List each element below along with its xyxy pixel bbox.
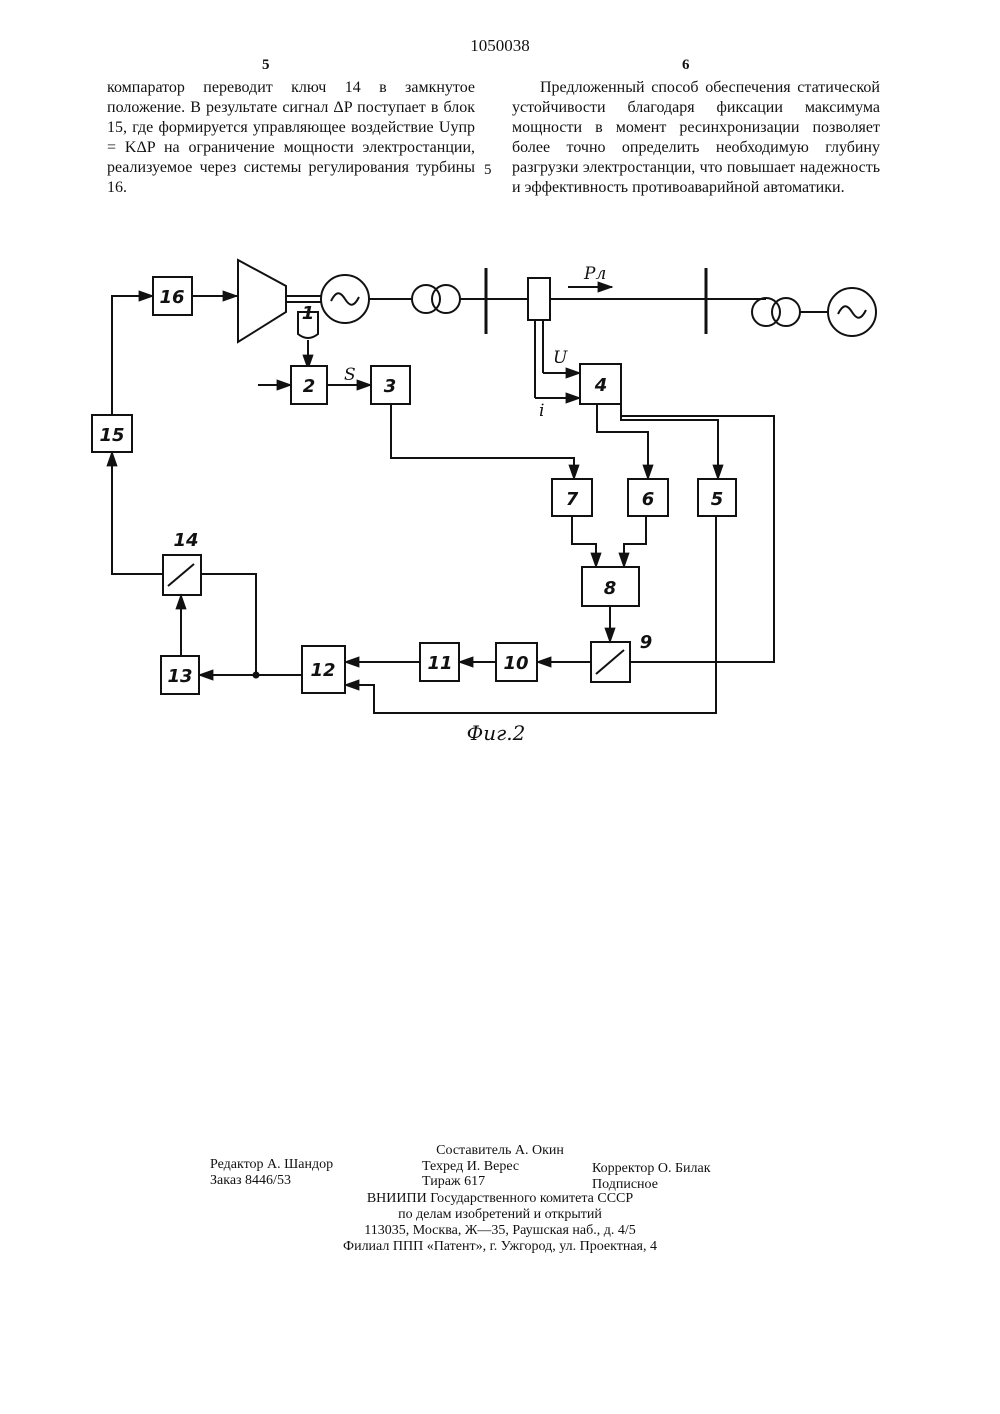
block-13-label: 13 [167, 666, 192, 687]
block-7-label: 7 [566, 489, 579, 510]
block-1-label: 1 [302, 303, 315, 324]
line-power-label: Pл [583, 264, 606, 284]
slip-signal-label: S [344, 365, 356, 385]
imprint-compiler: Составитель А. Окин [0, 1143, 1000, 1159]
block-9-label: 9 [640, 632, 653, 653]
left-paragraph: компаратор переводит ключ 14 в замкнутое… [107, 78, 475, 198]
imprint-circulation: Тираж 617 [422, 1174, 485, 1190]
left-column-text: компаратор переводит ключ 14 в замкнутое… [107, 78, 475, 198]
current-signal-label: i [539, 401, 544, 421]
patent-number: 1050038 [0, 36, 1000, 56]
column-number-left: 5 [262, 57, 270, 74]
block-5-label: 5 [711, 489, 724, 510]
block-10-label: 10 [503, 653, 528, 674]
block-diagram: 16 1 2 3 4 15 7 6 5 8 14 9 10 11 12 13 S… [0, 230, 1000, 760]
block-16-label: 16 [159, 287, 184, 308]
block-14-label: 14 [173, 530, 198, 551]
column-number-right: 6 [682, 57, 690, 74]
right-column-text: Предложенный способ обеспечения статичес… [512, 78, 880, 198]
imprint-organization-2: по делам изобретений и открытий [0, 1207, 1000, 1223]
block-4-label: 4 [594, 375, 608, 396]
block-12-label: 12 [310, 660, 335, 681]
block-6-label: 6 [642, 489, 655, 510]
block-11-label: 11 [427, 653, 452, 674]
block-8-label: 8 [604, 578, 617, 599]
right-paragraph: Предложенный способ обеспечения статичес… [512, 78, 880, 198]
block-3-label: 3 [384, 376, 397, 397]
imprint-branch: Филиал ППП «Патент», г. Ужгород, ул. Про… [0, 1239, 1000, 1255]
figure-caption: Фиг.2 [467, 721, 526, 745]
block-2-label: 2 [303, 376, 316, 397]
measuring-unit [528, 278, 550, 320]
voltage-signal-label: U [553, 348, 568, 368]
imprint-order: Заказ 8446/53 [210, 1173, 291, 1189]
imprint-corrector: Корректор О. Билак [592, 1161, 711, 1177]
imprint-editor: Редактор А. Шандор [210, 1157, 333, 1173]
imprint-address: 113035, Москва, Ж—35, Раушская наб., д. … [0, 1223, 1000, 1239]
imprint-tech-editor: Техред И. Верес [422, 1159, 519, 1175]
block-15-label: 15 [99, 425, 124, 446]
imprint-organization: ВНИИПИ Государственного комитета СССР [0, 1191, 1000, 1207]
line-number: 5 [484, 162, 492, 179]
turbine-icon [238, 260, 286, 342]
